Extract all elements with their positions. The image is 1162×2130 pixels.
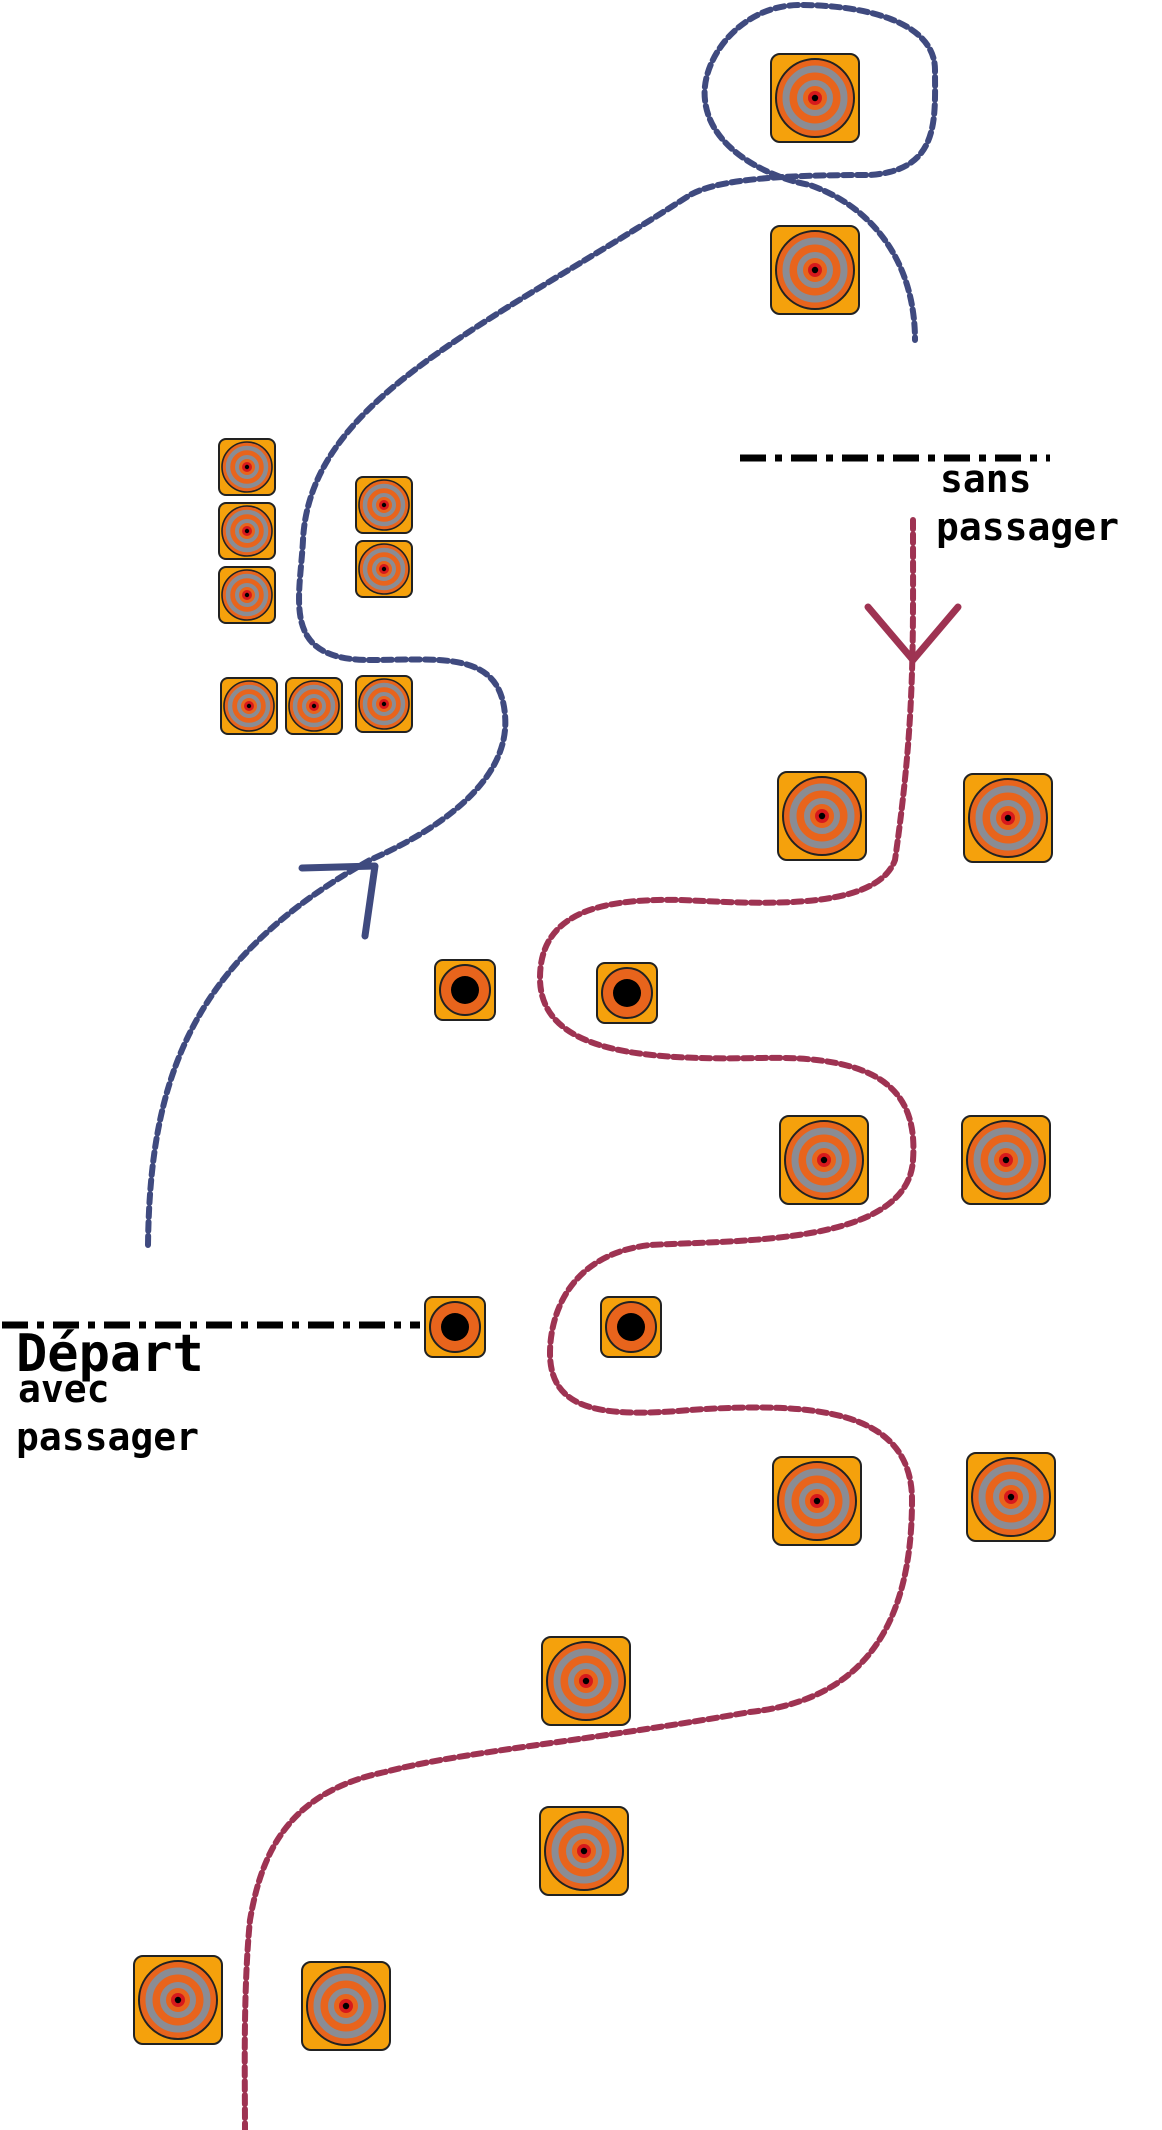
target-cone-icon (962, 1116, 1050, 1204)
target-cone-icon (771, 54, 859, 142)
gate-cone-icon (600, 1296, 662, 1358)
chevron-arrow-icon (298, 862, 379, 940)
target-cone-icon (356, 477, 412, 533)
chevron-arrow-icon (864, 603, 962, 664)
target-cone-icon (286, 678, 342, 734)
target-cone-icon (356, 541, 412, 597)
target-cone-icon (219, 439, 275, 495)
end-label-line2: passager (936, 505, 1120, 549)
target-cone-icon (356, 676, 412, 732)
start-label-line2: passager (16, 1415, 200, 1459)
target-cone-icon (219, 503, 275, 559)
target-cone-icon (964, 774, 1052, 862)
start-label-title: Départ (16, 1324, 204, 1384)
path-with-passenger (145, 1, 939, 1248)
target-cone-icon (773, 1457, 861, 1545)
target-cone-icon (219, 567, 275, 623)
path-without-passenger (241, 517, 917, 2130)
target-cone-icon (302, 1962, 390, 2050)
target-cone-icon (540, 1807, 628, 1895)
end-label-line1: sans (940, 457, 1032, 501)
start-label-line1: avec (18, 1367, 110, 1411)
target-cone-icon (221, 678, 277, 734)
target-cone-icon (778, 772, 866, 860)
target-cone-icon (542, 1637, 630, 1725)
target-cone-icon (134, 1956, 222, 2044)
gate-cone-icon (596, 962, 658, 1024)
target-cone-icon (780, 1116, 868, 1204)
gate-cone-icon (434, 959, 496, 1021)
target-cone-icon (771, 226, 859, 314)
target-cone-icon (967, 1453, 1055, 1541)
gate-cone-icon (424, 1296, 486, 1358)
